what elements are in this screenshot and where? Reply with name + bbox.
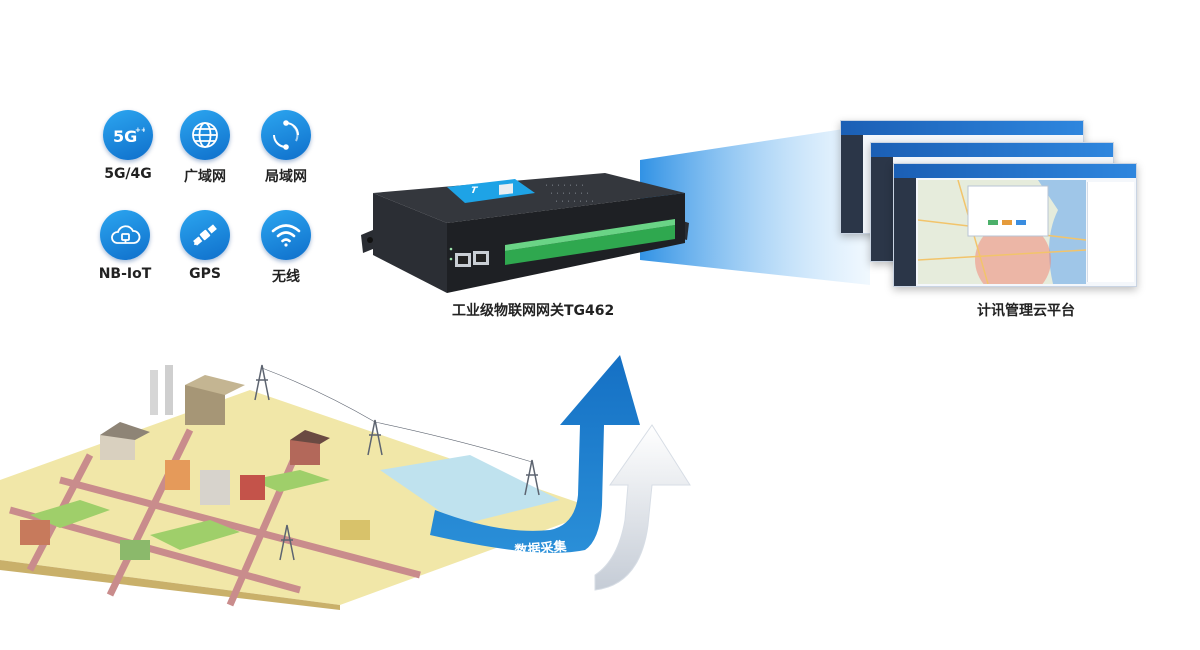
5g-icon: 5G ++ xyxy=(103,110,153,160)
feature-label: 广域网 xyxy=(184,169,226,185)
map-view xyxy=(917,179,1087,286)
feature-label: 5G/4G xyxy=(104,166,152,182)
cloud-network-icon xyxy=(100,210,150,260)
refresh-ring-icon xyxy=(261,110,311,160)
arrow-label: 数据采集 xyxy=(514,538,568,559)
feature-gps: GPS xyxy=(170,210,240,282)
svg-text:· · · · · · ·: · · · · · · · xyxy=(555,199,594,205)
feature-wan: 广域网 xyxy=(170,110,240,186)
svg-text:T: T xyxy=(469,185,480,196)
platform-screen-front xyxy=(893,163,1137,287)
feature-label: NB-IoT xyxy=(98,266,152,282)
gateway-device-image: T · · · · · · · · · · · · · · · · · · · … xyxy=(361,173,689,293)
data-beam xyxy=(640,125,870,285)
feature-wireless: 无线 xyxy=(251,210,321,286)
platform-caption: 计讯管理云平台 xyxy=(977,303,1075,319)
satellite-icon xyxy=(180,210,230,260)
feature-label: GPS xyxy=(189,266,221,282)
svg-text:5G: 5G xyxy=(113,127,137,146)
feature-label: 局域网 xyxy=(265,169,307,185)
feature-lan: 局域网 xyxy=(251,110,321,186)
feature-5g-4g: 5G ++ 5G/4G xyxy=(93,110,163,182)
city-illustration xyxy=(0,364,600,610)
svg-text:· · · · · · ·: · · · · · · · xyxy=(545,183,584,189)
feature-nb-iot: NB-IoT xyxy=(90,210,160,282)
svg-text:· · · · · · ·: · · · · · · · xyxy=(550,191,589,197)
info-panel xyxy=(1087,182,1134,282)
wifi-icon xyxy=(261,210,311,260)
svg-text:++: ++ xyxy=(135,126,145,134)
device-caption: 工业级物联网网关TG462 xyxy=(452,303,615,319)
data-collection-arrow: 数据采集 xyxy=(430,355,691,591)
globe-icon xyxy=(180,110,230,160)
feature-label: 无线 xyxy=(272,269,300,285)
